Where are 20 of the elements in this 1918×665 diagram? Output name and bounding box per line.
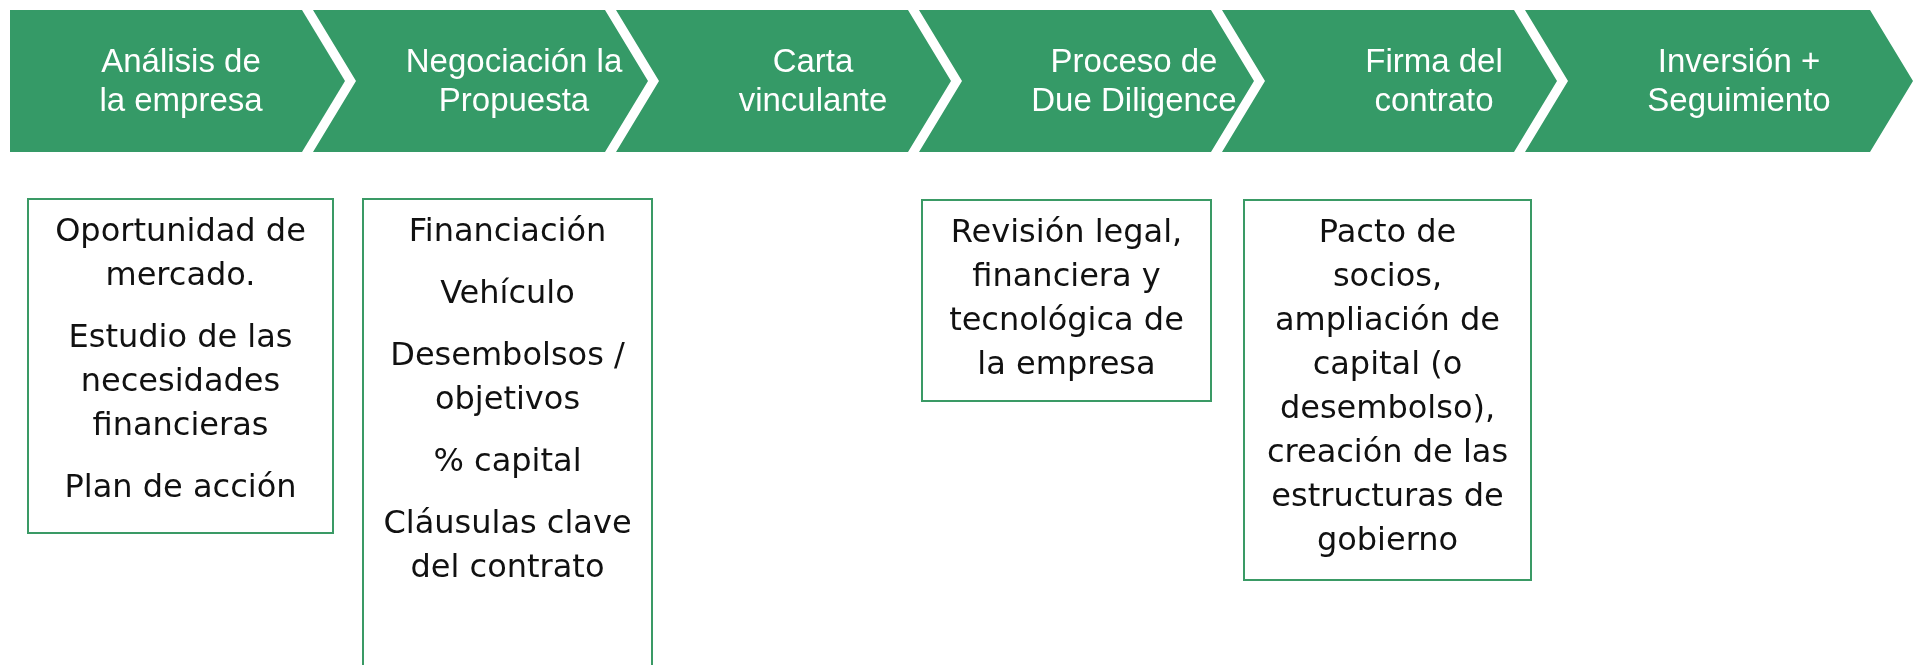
detail-text: Pacto de socios, ampliación de capital (o desembolso), creación de las estructuras de gobierno (1265, 211, 1510, 560)
detail-text: Plan de acción (64, 466, 297, 507)
detail-text: Vehículo (440, 272, 575, 313)
detail-text: Revisión legal, financiera y tecnológica de la empresa (948, 211, 1185, 384)
step-title: Carta vinculante (737, 42, 889, 120)
step-title: Firma del contrato (1364, 42, 1504, 120)
detail-box (1243, 199, 1532, 581)
detail-text: Cláusulas clave del contrato (382, 502, 633, 587)
step-title: Proceso de Due Diligence (1030, 42, 1238, 120)
detail-box (921, 199, 1212, 402)
detail-text: Estudio de las necesidades financieras (67, 316, 294, 445)
detail-box (362, 198, 653, 665)
step-title: Análisis de la empresa (98, 42, 264, 120)
detail-text: Desembolsos / objetivos (389, 334, 626, 419)
detail-text: % capital (433, 440, 582, 481)
step-title: Inversión + Seguimiento (1646, 42, 1832, 120)
step-title: Negociación la Propuesta (404, 42, 624, 120)
detail-text: Financiación (408, 210, 607, 251)
detail-box (27, 198, 334, 534)
detail-text: Oportunidad de mercado. (54, 210, 307, 295)
